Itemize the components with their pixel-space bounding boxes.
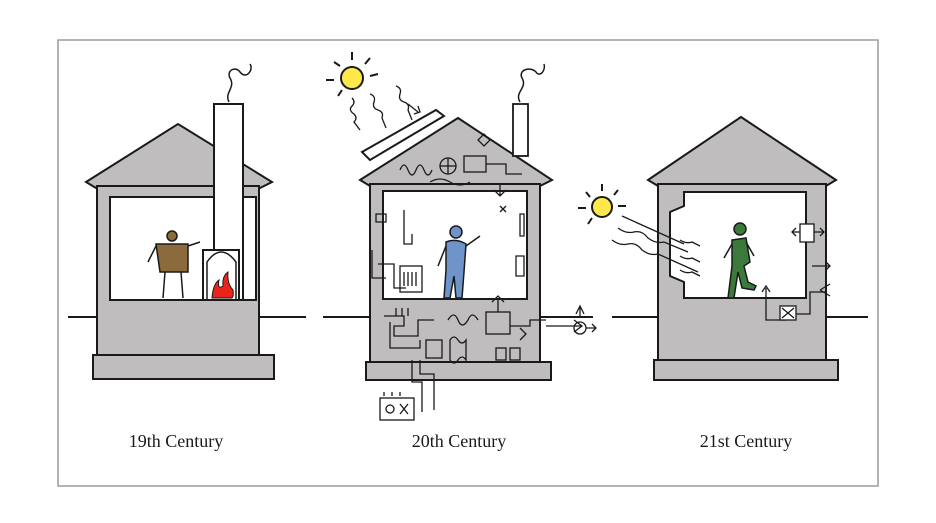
sun-icon	[578, 184, 626, 225]
fireplace-arch	[206, 251, 237, 300]
person-icon	[437, 225, 481, 299]
house-21st-century	[578, 115, 839, 381]
outdoor-unit	[379, 392, 415, 421]
house-19th-century	[84, 63, 275, 380]
smoke-icon	[227, 63, 252, 103]
basement-equipment	[384, 295, 597, 412]
sun-icon	[326, 52, 379, 97]
solar-panel	[360, 108, 446, 162]
attic-equipment	[399, 133, 522, 197]
person-icon	[723, 222, 758, 299]
caption-21st-century: 21st Century	[699, 431, 793, 451]
interior-ducts	[371, 205, 525, 293]
foundation	[365, 361, 552, 381]
foundation	[653, 359, 839, 381]
sun-rays	[349, 85, 421, 131]
roof	[646, 115, 838, 187]
smoke-icon	[517, 63, 546, 103]
wall-equipment	[761, 223, 831, 321]
foundation	[92, 354, 275, 380]
caption-19th-century: 19th Century	[128, 431, 224, 451]
caption-20th-century: 20th Century	[411, 431, 507, 451]
chimney	[512, 103, 529, 157]
house-20th-century	[326, 52, 597, 421]
person-icon	[147, 230, 201, 299]
fire-icon	[211, 271, 234, 299]
sun-rays	[611, 215, 701, 277]
